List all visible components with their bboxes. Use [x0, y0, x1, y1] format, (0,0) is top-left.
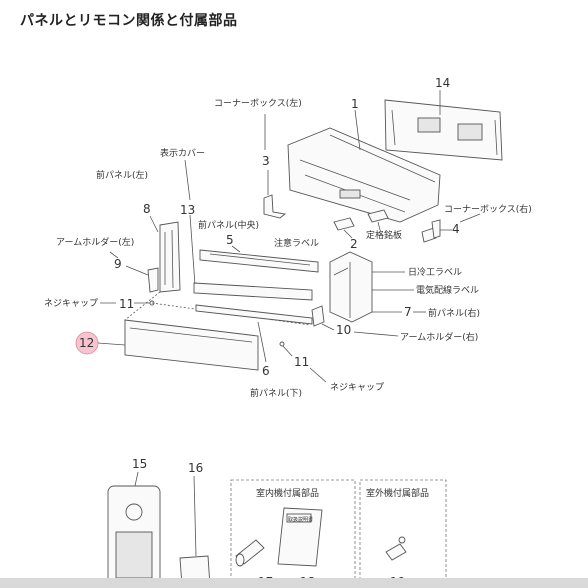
label-wiring: 電気配線ラベル [416, 284, 479, 296]
label-corner-box-right: コーナーボックス(右) [444, 203, 532, 215]
leader-13 [184, 159, 196, 286]
label-arm-holder-left: アームホルダー(左) [56, 236, 134, 248]
leader-4 [440, 213, 481, 231]
leader-5 [231, 245, 241, 253]
front-panel-lower-part[interactable] [195, 304, 313, 325]
front-panel-part-12[interactable] [124, 319, 259, 371]
leader-8 [149, 215, 159, 233]
leader-12 [97, 342, 126, 346]
display-cover-part[interactable] [193, 282, 313, 301]
part-number-9: 9 [114, 257, 122, 271]
leader-10 [321, 323, 335, 331]
part-number-12: 12 [79, 336, 94, 350]
page-title: パネルとリモコン関係と付属部品 [20, 13, 238, 29]
leader-1 [354, 109, 361, 151]
remote-control-part[interactable] [107, 485, 161, 587]
front-panel-left-part[interactable] [159, 221, 181, 293]
part-number-1: 1 [351, 97, 359, 111]
part-number-15: 15 [132, 457, 147, 471]
leader-rating-plate [377, 221, 381, 231]
front-panel-center-part[interactable] [199, 249, 319, 273]
arm-holder-left-part[interactable] [147, 267, 159, 293]
label-outdoor-accessories: 室外機付属部品 [366, 487, 429, 499]
manual-part[interactable] [277, 507, 323, 567]
part-number-6: 6 [262, 364, 270, 378]
part-number-7: 7 [404, 305, 412, 319]
label-screw-cap-right: ネジキャップ [330, 382, 384, 393]
label-display-cover: 表示カバー [160, 147, 205, 159]
mounting-plate-part[interactable] [384, 99, 503, 161]
label-indoor-accessories: 室内機付属部品 [256, 487, 319, 499]
drain-hose-part[interactable] [385, 536, 407, 561]
bottom-bar [0, 578, 588, 588]
label-front-panel-right: 前パネル(右) [428, 307, 480, 319]
part-number-14: 14 [435, 76, 450, 90]
label-rating-plate: 定格銘板 [366, 229, 402, 241]
part-number-11a: 11 [119, 297, 134, 311]
leader-11b2 [309, 367, 327, 383]
part-number-8: 8 [143, 202, 151, 216]
label-front-panel-left: 前パネル(左) [96, 169, 148, 181]
corner-box-left-part[interactable] [263, 194, 287, 219]
leader-15 [134, 471, 139, 487]
leader-2 [343, 229, 353, 239]
part-number-16: 16 [188, 461, 203, 475]
front-panel-right-part[interactable] [329, 251, 373, 323]
leader-6 [257, 321, 267, 363]
part-number-5: 5 [226, 233, 234, 247]
label-arm-holder-right: アームホルダー(右) [400, 331, 478, 343]
leader-16 [193, 475, 197, 557]
label-front-panel-center: 前パネル(中央) [198, 219, 259, 231]
label-caution: 注意ラベル [274, 237, 319, 249]
leader-10b [353, 331, 399, 337]
caution-label-part[interactable] [333, 217, 355, 231]
leader-11b [282, 345, 293, 357]
leader-3 [264, 114, 269, 195]
label-screw-cap-left: ネジキャップ [44, 298, 98, 309]
part-number-3: 3 [262, 154, 270, 168]
main-frame-part[interactable] [287, 127, 441, 223]
corner-box-right-part[interactable] [421, 219, 441, 243]
part-number-11b: 11 [294, 355, 309, 369]
leader-9 [109, 251, 149, 276]
screw-cap-right-part[interactable] [279, 341, 285, 347]
rating-plate-part[interactable] [367, 209, 389, 223]
part-number-4: 4 [452, 222, 460, 236]
label-corner-box-left: コーナーボックス(左) [214, 97, 302, 109]
label-front-panel-lower: 前パネル(下) [250, 387, 302, 399]
label-hitachi: 日冷工ラベル [408, 266, 462, 278]
arm-holder-right-part[interactable] [311, 305, 325, 327]
battery-part[interactable] [235, 539, 265, 567]
part-number-10: 10 [336, 323, 351, 337]
manual-title: 取扱説明書 [288, 516, 313, 523]
part-number-13: 13 [180, 203, 195, 217]
assembly-line-top [151, 302, 311, 326]
part-number-2: 2 [350, 237, 358, 251]
